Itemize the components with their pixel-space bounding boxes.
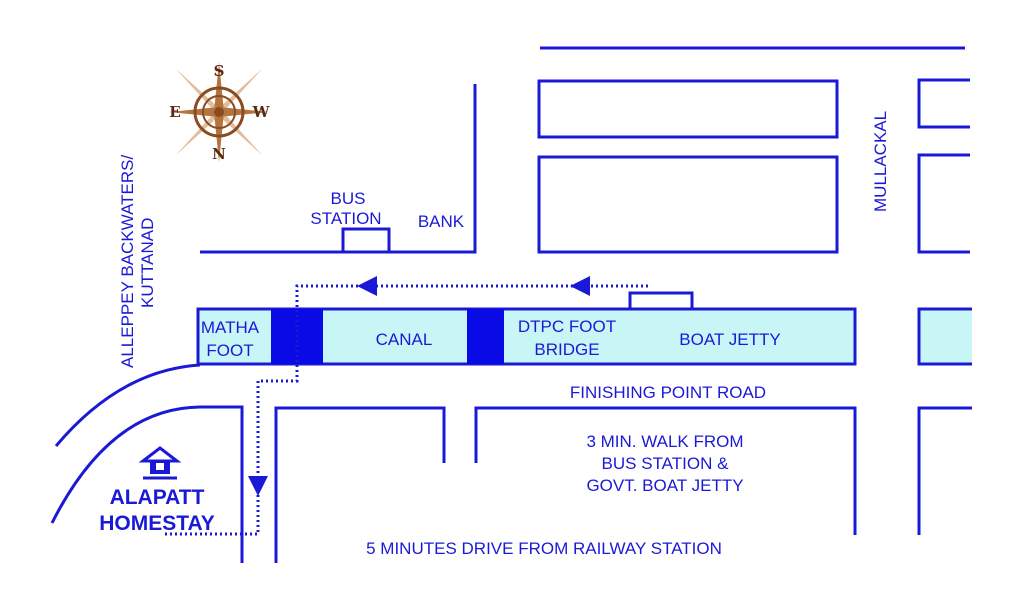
house-icon (138, 446, 182, 480)
compass-north-label: N (212, 145, 226, 163)
bank-label: BANK (418, 212, 465, 231)
matha-label-2: FOOT (206, 341, 253, 360)
bus-station-label: BUS (331, 189, 366, 208)
backwaters-label: ALLEPPEY BACKWATERS/ (118, 155, 137, 368)
city-block (917, 153, 970, 254)
boat-jetty-building (628, 291, 694, 308)
backwaters-label-2: KUTTANAD (138, 218, 157, 308)
compass-east-label: E (169, 103, 180, 121)
compass-rose: S N E W (169, 62, 271, 163)
curved-road (50, 405, 244, 563)
walk-info-label-2: BUS STATION & (602, 454, 730, 473)
walking-route (162, 284, 648, 536)
route-arrow-left (570, 276, 590, 296)
dtpc-bridge-label: DTPC FOOT (518, 317, 616, 336)
route-arrow-left (357, 276, 377, 296)
boat-jetty-label: BOAT JETTY (679, 330, 780, 349)
walk-info-label-3: GOVT. BOAT JETTY (586, 476, 743, 495)
canal-label: CANAL (376, 330, 433, 349)
road-block (274, 406, 446, 563)
bus-station-building (341, 227, 391, 254)
curved-road (54, 363, 201, 447)
route-arrow-down (248, 476, 268, 496)
dtpc-bridge-label-2: BRIDGE (534, 340, 599, 359)
city-block (917, 78, 970, 129)
road-block (474, 406, 857, 535)
city-block (537, 155, 839, 254)
walk-info-label: 3 MIN. WALK FROM (586, 432, 743, 451)
drive-info-label: 5 MINUTES DRIVE FROM RAILWAY STATION (366, 539, 722, 558)
compass-south-label: S (214, 62, 225, 80)
canal-strip (196, 307, 972, 366)
city-block (537, 79, 839, 139)
road-network (50, 46, 972, 563)
matha-label: MATHA (201, 318, 260, 337)
road-block (917, 406, 972, 535)
mullackal-label: MULLACKAL (871, 111, 890, 212)
homestay-label: ALAPATT (110, 486, 205, 509)
canal-continued (917, 307, 972, 366)
homestay-label-2: HOMESTAY (99, 512, 215, 535)
finishing-point-road-label: FINISHING POINT ROAD (570, 383, 766, 402)
road-bank (200, 84, 477, 254)
dtpc-bridge (467, 309, 504, 364)
bus-station-label-2: STATION (310, 209, 381, 228)
compass-west-label: W (252, 103, 271, 121)
